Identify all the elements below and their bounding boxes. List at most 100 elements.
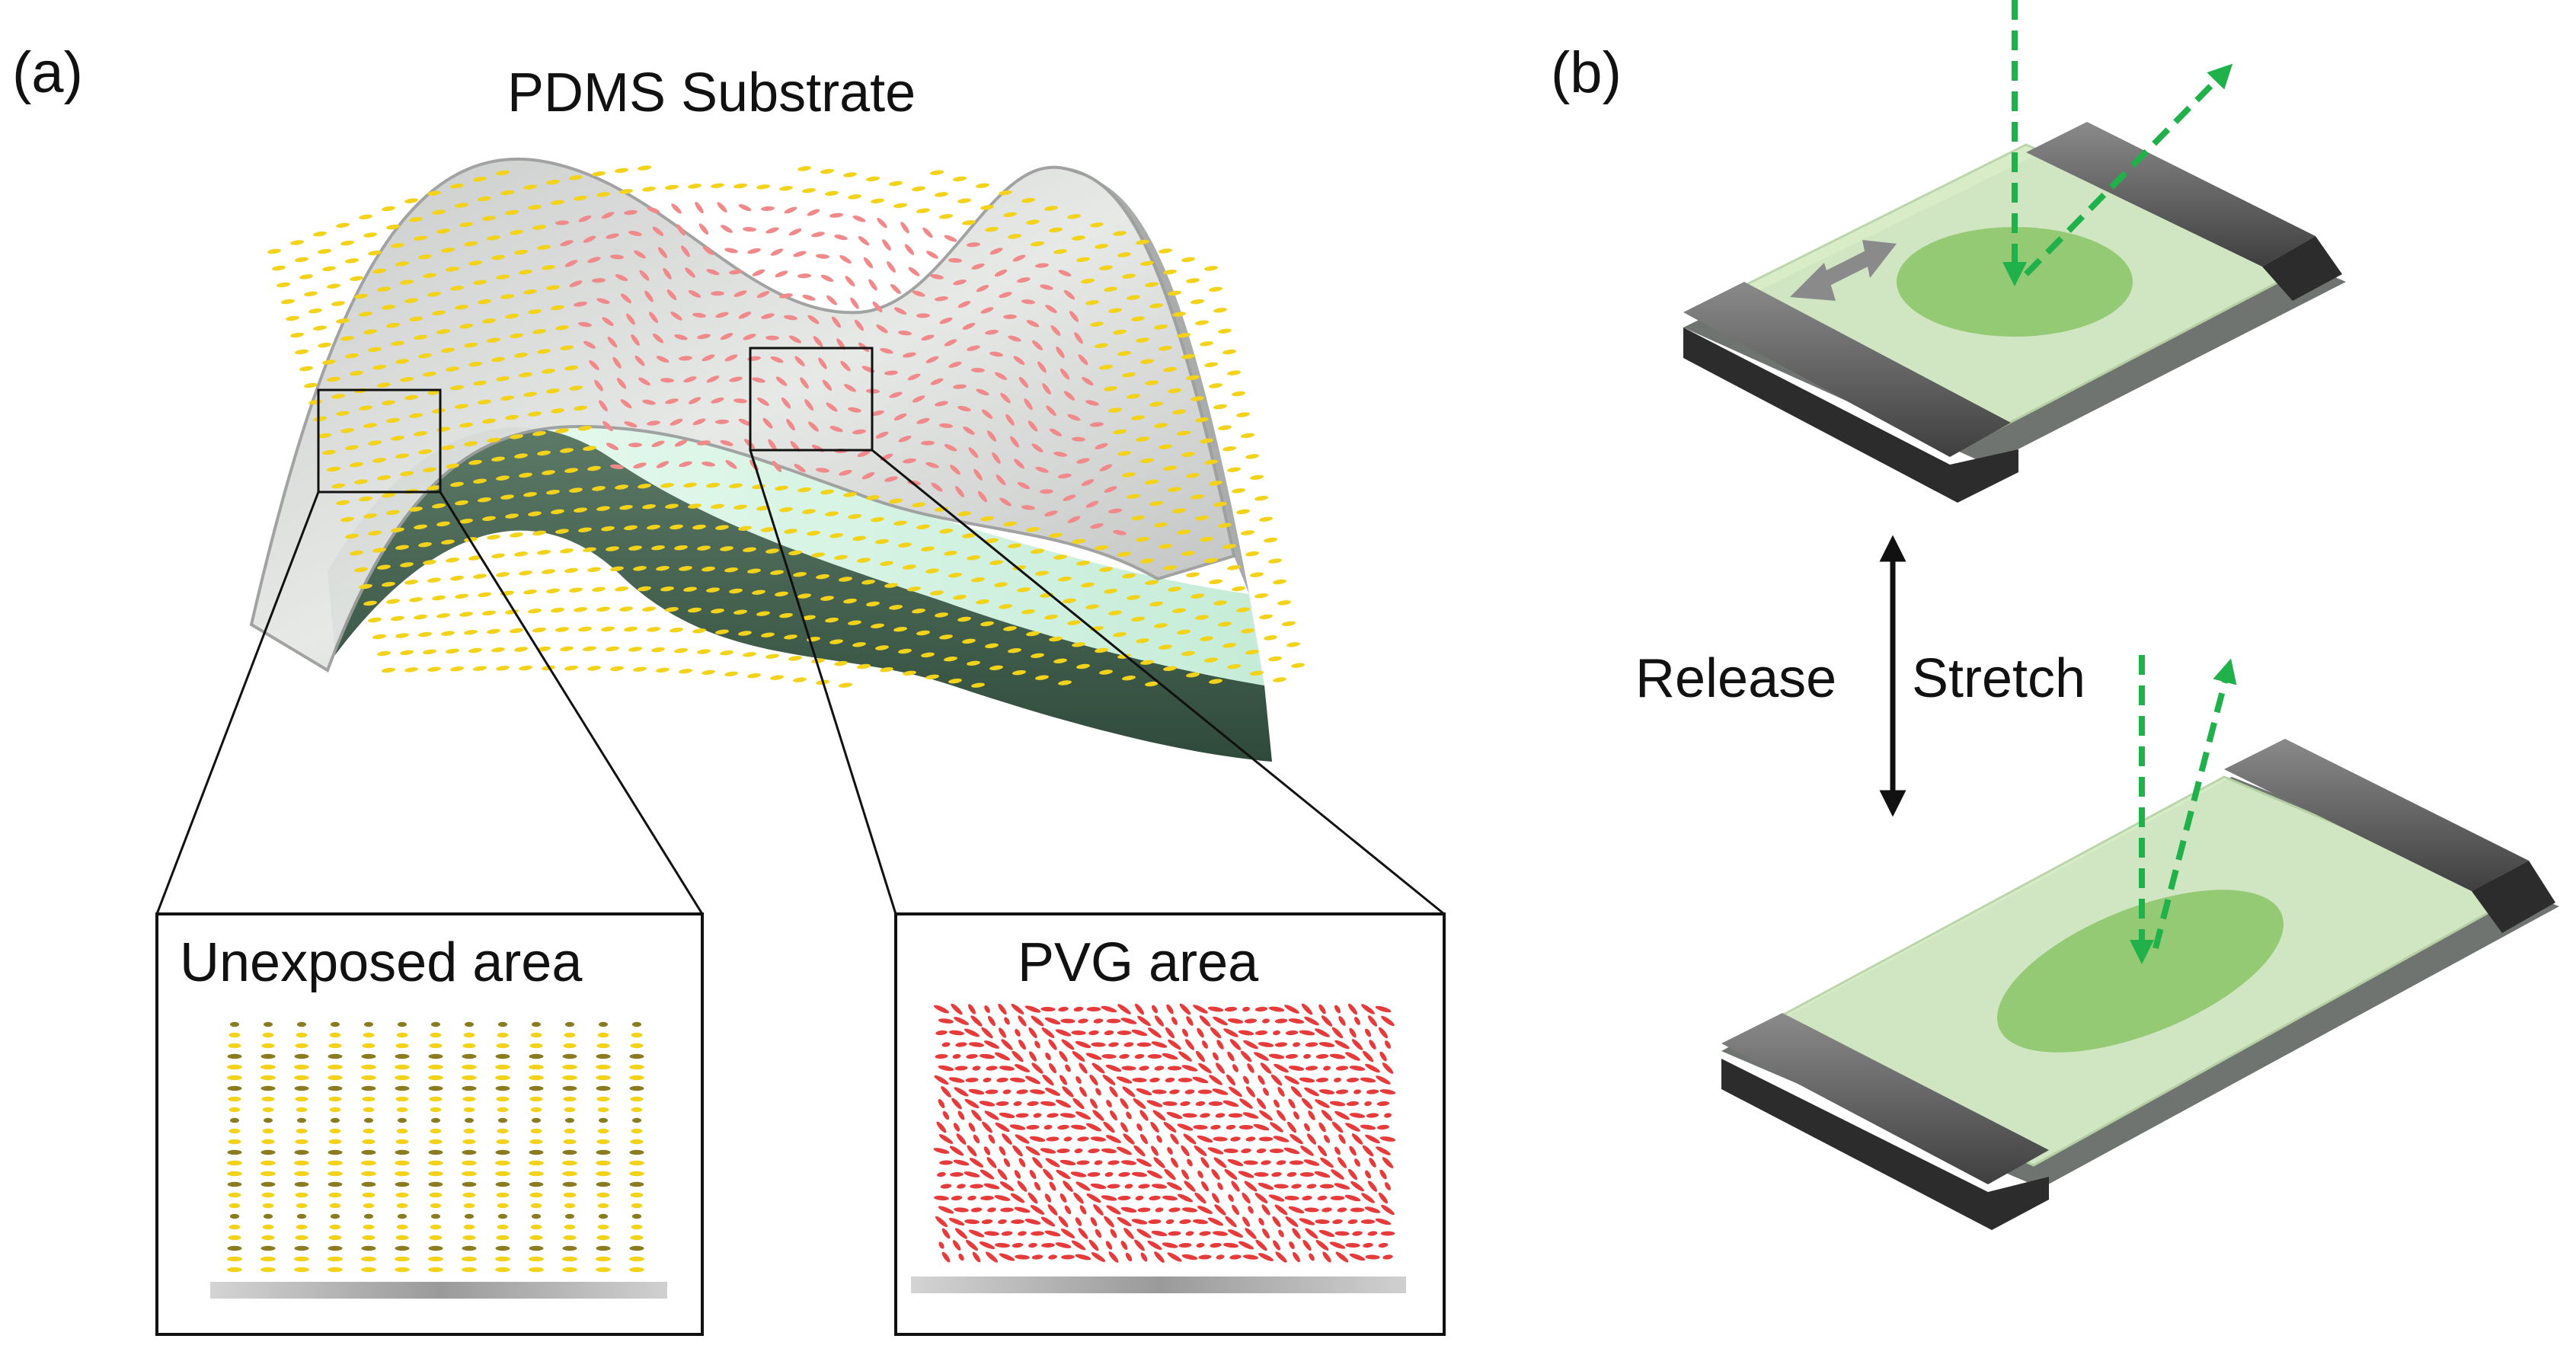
lc-molecule (1376, 1101, 1390, 1107)
lc-molecule (1035, 675, 1049, 680)
lc-molecule (1104, 588, 1117, 594)
lc-molecule (788, 335, 802, 343)
lc-molecule (1181, 551, 1195, 556)
lc-molecule (1140, 1133, 1148, 1145)
lc-molecule (404, 298, 418, 303)
lc-molecule (429, 1192, 443, 1198)
lc-molecule (1209, 286, 1222, 292)
lc-molecule (498, 1117, 507, 1123)
lc-molecule (1199, 1015, 1211, 1027)
lc-molecule (560, 240, 574, 247)
lc-molecule (951, 1003, 963, 1015)
lc-molecule (395, 261, 409, 267)
lc-molecule (455, 203, 468, 208)
lc-molecule (1136, 1123, 1143, 1131)
lc-molecule (261, 1235, 275, 1241)
lc-molecule (733, 504, 747, 510)
lc-molecule (868, 279, 877, 291)
lc-molecule (1299, 1218, 1315, 1225)
lc-molecule (227, 1064, 242, 1070)
lc-molecule (825, 617, 839, 623)
lc-molecule (925, 568, 939, 574)
lc-molecule (1216, 1254, 1225, 1260)
lc-molecule (720, 650, 733, 656)
lc-molecule (1213, 308, 1227, 313)
lc-molecule (840, 360, 851, 372)
lc-molecule (1075, 1040, 1091, 1049)
lc-molecule (953, 384, 967, 389)
lc-molecule (807, 315, 820, 324)
lc-molecule (555, 325, 569, 331)
lc-molecule (478, 592, 491, 598)
lc-molecule (1319, 1184, 1334, 1189)
lc-molecule (660, 378, 674, 383)
lc-molecule (1012, 1145, 1023, 1157)
lc-molecule (1300, 1146, 1314, 1156)
lc-molecule (670, 627, 683, 633)
lc-molecule (546, 588, 560, 594)
lc-molecule (1285, 1216, 1299, 1227)
lc-molecule (1149, 500, 1163, 506)
lc-molecule (1018, 1231, 1027, 1236)
lc-molecule (1226, 1124, 1236, 1130)
lc-molecule (1053, 249, 1067, 254)
lc-molecule (829, 532, 843, 538)
lc-molecule (1264, 537, 1277, 543)
lc-molecule (765, 653, 779, 659)
lc-molecule (1184, 1181, 1196, 1192)
lc-molecule (495, 1053, 510, 1059)
lc-molecule (938, 1241, 944, 1249)
lc-molecule (903, 670, 916, 676)
lc-molecule (1222, 1100, 1239, 1107)
lc-molecule (1178, 1242, 1192, 1248)
lc-molecule (1354, 1158, 1360, 1167)
lc-molecule (1090, 1136, 1107, 1142)
lc-molecule (531, 1213, 542, 1219)
lc-molecule (1192, 1219, 1209, 1225)
lc-molecule (1181, 1145, 1190, 1157)
lc-molecule (500, 395, 514, 401)
lc-molecule (395, 1192, 409, 1198)
lc-molecule (505, 209, 519, 216)
lc-molecule (1277, 600, 1291, 606)
lc-molecule (495, 1160, 510, 1166)
lc-molecule (396, 1032, 408, 1038)
lc-molecule (1165, 1077, 1175, 1083)
lc-molecule (619, 504, 633, 510)
lc-molecule (519, 665, 532, 671)
lc-molecule (1194, 1192, 1207, 1204)
lc-molecule (363, 232, 377, 238)
lc-molecule (1153, 1157, 1165, 1168)
lc-molecule (1162, 1053, 1178, 1060)
lc-molecule (468, 260, 482, 266)
lc-molecule (666, 289, 677, 301)
lc-molecule (998, 1003, 1007, 1015)
lc-molecule (983, 1040, 1000, 1049)
lc-molecule (1245, 551, 1259, 557)
lc-molecule (462, 1043, 476, 1049)
lc-molecule (770, 675, 784, 680)
lc-molecule (510, 628, 523, 634)
lc-molecule (1110, 1110, 1117, 1121)
lc-molecule (1090, 1098, 1098, 1109)
lc-molecule (496, 170, 510, 176)
lc-molecule (498, 1021, 507, 1027)
lc-molecule (228, 1192, 241, 1198)
lc-molecule (1195, 1101, 1206, 1107)
lc-molecule (1021, 609, 1035, 615)
lc-molecule (702, 245, 714, 256)
lc-molecule (368, 617, 382, 623)
lc-molecule (261, 1043, 275, 1049)
lc-molecule (1136, 1158, 1152, 1167)
lc-molecule (1287, 1121, 1296, 1133)
lc-molecule (1076, 561, 1090, 566)
lc-molecule (1044, 1230, 1061, 1237)
lc-molecule (497, 1213, 508, 1219)
lc-molecule (652, 333, 664, 343)
lc-molecule (1131, 616, 1145, 622)
lc-molecule (1211, 1168, 1220, 1181)
lc-molecule (1058, 1216, 1069, 1228)
lc-molecule (802, 615, 816, 621)
lc-molecule (1202, 1040, 1208, 1049)
lc-molecule (510, 229, 523, 235)
